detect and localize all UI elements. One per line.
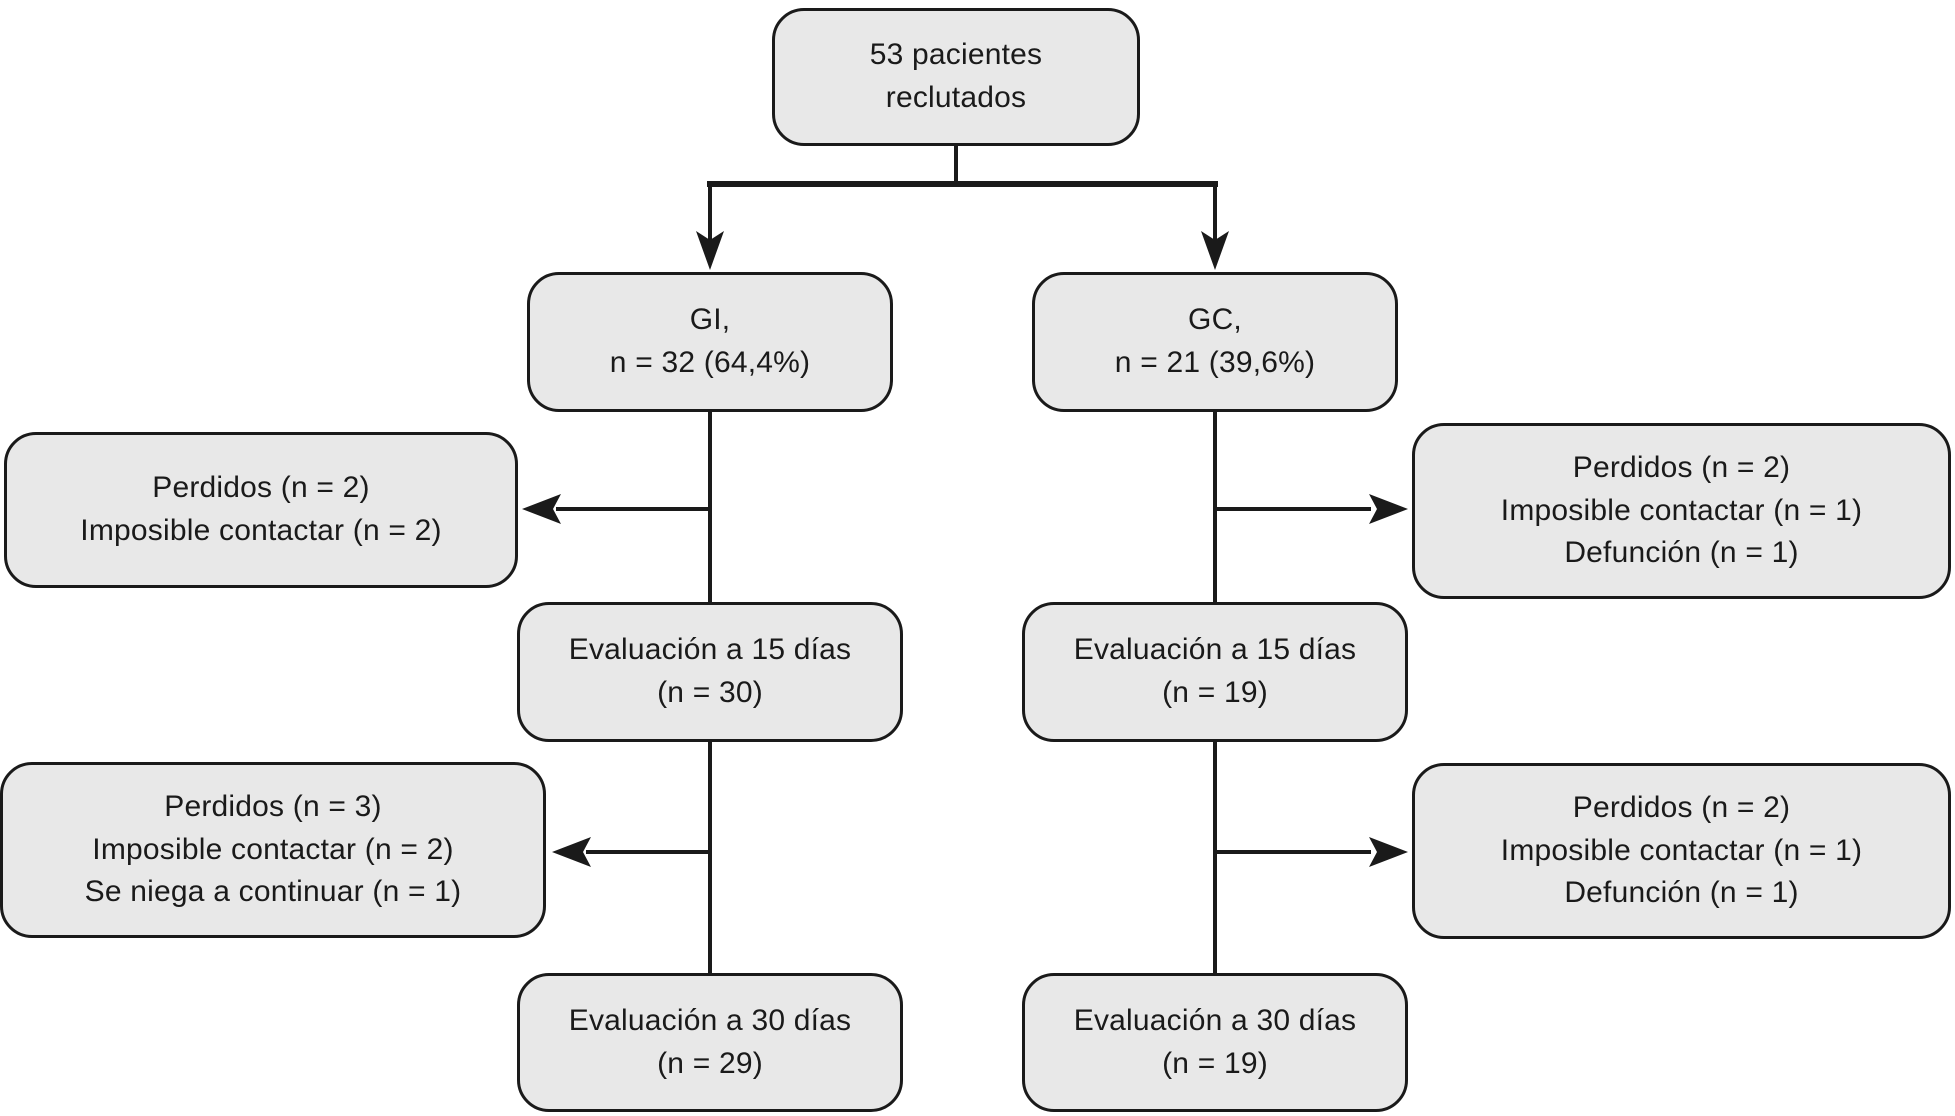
gi-eval-15d-line2: (n = 30) [657, 676, 763, 709]
gc-losses-15d-line1: Perdidos (n = 2) [1572, 451, 1791, 485]
box-gi-group: GI, n = 32 (64,4%) [527, 272, 893, 412]
gc-eval-30d-line1: Evaluación a 30 días [1073, 1003, 1357, 1037]
gi-eval-30d-line2: (n = 29) [657, 1046, 763, 1080]
box-gi-eval-30d: Evaluación a 30 días (n = 29) [517, 973, 903, 1112]
box-gc-losses-30d: Perdidos (n = 2) Imposible contactar (n … [1412, 763, 1951, 939]
box-gc-eval-15d: Evaluación a 15 días (n = 19) [1022, 602, 1408, 742]
box-gc-label: GC, [1188, 303, 1242, 337]
box-gi-losses-30d: Perdidos (n = 3) Imposible contactar (n … [0, 762, 546, 938]
gc-losses-30d-line3: Defunción (n = 1) [1564, 876, 1799, 910]
box-gi-count: n = 32 (64,4%) [609, 346, 811, 379]
gi-eval-15d-line1: Evaluación a 15 días [568, 633, 852, 667]
box-gc-losses-15d: Perdidos (n = 2) Imposible contactar (n … [1412, 423, 1951, 599]
box-recruited: 53 pacientes reclutados [772, 8, 1140, 146]
gc-eval-15d-line2: (n = 19) [1162, 676, 1268, 709]
gi-losses-30d-line3: Se niega a continuar (n = 1) [84, 875, 462, 909]
box-gc-eval-30d: Evaluación a 30 días (n = 19) [1022, 973, 1408, 1112]
box-gc-group: GC, n = 21 (39,6%) [1032, 272, 1398, 412]
box-gi-losses-15d: Perdidos (n = 2) Imposible contactar (n … [4, 432, 518, 588]
arrowhead-gc-loss2 [1369, 837, 1408, 867]
gc-losses-15d-line3: Defunción (n = 1) [1564, 536, 1799, 570]
gc-losses-15d-line2: Imposible contactar (n = 1) [1500, 493, 1863, 527]
box-recruited-line1: 53 pacientes [869, 38, 1043, 72]
box-gc-count: n = 21 (39,6%) [1114, 346, 1316, 379]
gc-losses-30d-line2: Imposible contactar (n = 1) [1500, 833, 1863, 867]
arrowhead-gi-loss1 [522, 494, 561, 524]
arrowhead-to-gc [1201, 231, 1229, 270]
arrowhead-gi-loss2 [552, 837, 591, 867]
box-gi-label: GI, [689, 303, 731, 337]
gi-losses-30d-line1: Perdidos (n = 3) [164, 790, 382, 824]
arrowhead-to-gi [696, 231, 724, 270]
box-gi-eval-15d: Evaluación a 15 días (n = 30) [517, 602, 903, 742]
gi-losses-15d-line1: Perdidos (n = 2) [152, 471, 370, 505]
gi-losses-15d-line2: Imposible contactar (n = 2) [80, 514, 442, 547]
gc-eval-15d-line1: Evaluación a 15 días [1073, 633, 1357, 667]
gi-eval-30d-line1: Evaluación a 30 días [568, 1003, 852, 1037]
box-recruited-line2: reclutados [885, 81, 1027, 114]
arrowhead-gc-loss1 [1369, 494, 1408, 524]
gi-losses-30d-line2: Imposible contactar (n = 2) [92, 832, 454, 866]
gc-losses-30d-line1: Perdidos (n = 2) [1572, 791, 1791, 825]
gc-eval-30d-line2: (n = 19) [1162, 1046, 1268, 1080]
